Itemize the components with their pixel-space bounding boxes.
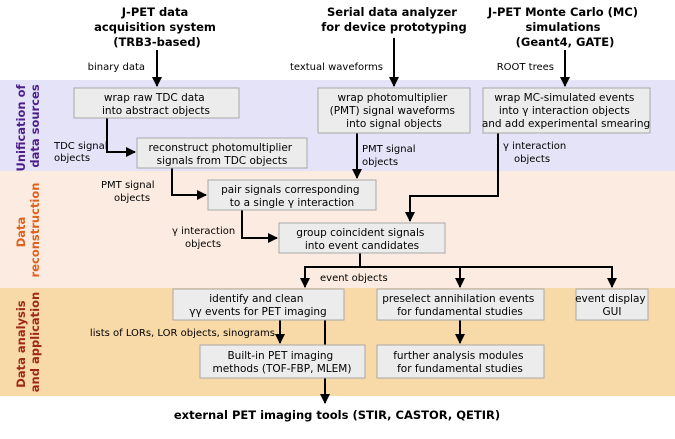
box-pair-signals-text: pair signals corresponding to a single γ… — [221, 184, 363, 209]
box-identify-clean-text: identify and clean γγ events for PET ima… — [189, 293, 326, 318]
box-group-coincident-text: group coincident signals into event cand… — [296, 227, 427, 252]
box-further-analysis — [376, 344, 545, 379]
label-pmt-signal-objects-left: PMT signal objects — [101, 180, 158, 204]
box-group-coincident — [278, 222, 446, 254]
label-binary-data: binary data — [88, 62, 145, 73]
arrow-pair-to-group — [241, 210, 278, 243]
arrow-wrap-tdc-to-reconstruct — [106, 118, 136, 157]
unification-band-label: Unification of data sources — [14, 80, 42, 171]
box-builtin-pet-text: Built-in PET imaging methods (TOF-FBP, M… — [213, 350, 352, 375]
reconstruction-band-label: Data reconstruction — [14, 183, 42, 278]
label-textual-waveforms: textual waveforms — [290, 62, 383, 73]
label-tdc-signal-objects: TDC signal objects — [53, 141, 111, 164]
box-reconstruct-photomultiplier — [136, 137, 308, 169]
label-gamma-interaction-objects-left: γ interaction objects — [172, 226, 238, 250]
box-pair-signals — [207, 179, 377, 211]
box-further-analysis-text: further analysis modules for fundamental… — [393, 350, 527, 375]
box-preselect — [376, 288, 545, 321]
arrow-reconstruct-to-pair — [171, 168, 207, 200]
box-builtin-pet — [199, 344, 366, 379]
box-wrap-tdc — [73, 87, 240, 119]
box-wrap-mc-text: wrap MC-simulated events into γ interact… — [482, 92, 650, 130]
label-external-tools: external PET imaging tools (STIR, CASTOR… — [174, 408, 500, 422]
label-root-trees: ROOT trees — [497, 62, 554, 73]
source-serial-analyzer: Serial data analyzer for device prototyp… — [321, 5, 466, 34]
box-wrap-pmt — [317, 87, 471, 134]
arrow-wrap-mc-to-group — [405, 133, 499, 222]
box-wrap-mc — [482, 87, 651, 134]
source-monte-carlo: J-PET Monte Carlo (MC) simulations (Gean… — [487, 5, 642, 49]
box-wrap-pmt-text: wrap photomultiplier (PMT) signal wavefo… — [330, 92, 459, 130]
box-preselect-text: preselect annihilation events for fundam… — [382, 293, 538, 318]
label-gamma-interaction-objects-right: γ interaction objects — [503, 141, 569, 165]
analysis-band-label: Data analysis and application — [14, 292, 42, 392]
label-pmt-signal-objects-right: PMT signal objects — [362, 144, 419, 168]
box-reconstruct-photomultiplier-text: reconstruct photomultiplier signals from… — [149, 142, 296, 167]
source-acquisition-system: J-PET data acquisition system (TRB3-base… — [94, 5, 220, 49]
box-identify-clean — [172, 288, 345, 321]
label-event-objects: event objects — [320, 273, 388, 284]
box-wrap-tdc-text: wrap raw TDC data into abstract objects — [102, 92, 210, 117]
box-event-display-text: event display GUI — [575, 293, 649, 318]
box-event-display — [575, 288, 649, 321]
label-lists-lors: lists of LORs, LOR objects, sinograms — [90, 328, 275, 339]
